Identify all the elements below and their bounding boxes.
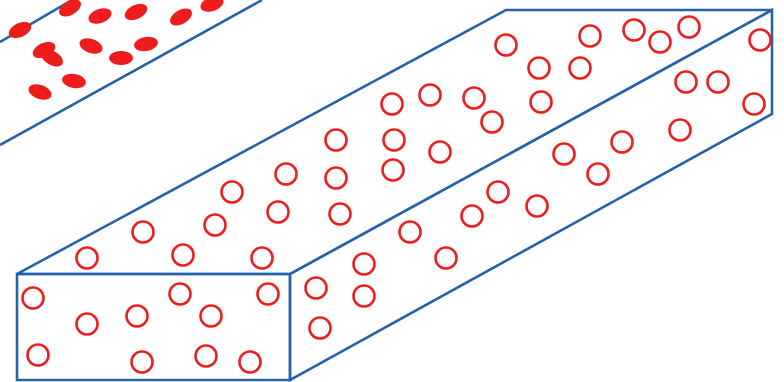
hollow-particle	[384, 130, 405, 151]
hollow-particle	[464, 88, 485, 109]
hollow-particle	[670, 120, 691, 141]
hollow-particle	[676, 72, 697, 93]
hollow-particle	[252, 248, 273, 269]
hollow-particle	[77, 314, 98, 335]
hollow-particle	[28, 345, 49, 366]
hollow-particle	[383, 160, 404, 181]
hollow-particle	[382, 94, 403, 115]
hollow-particle	[679, 17, 700, 38]
filled-particles	[6, 0, 226, 103]
box-3d	[17, 10, 772, 380]
hollow-particle	[529, 58, 550, 79]
hollow-particle	[77, 248, 98, 269]
hollow-particle	[127, 306, 148, 327]
hollow-particle	[330, 204, 351, 225]
hollow-particle	[240, 352, 261, 373]
hollow-particle	[708, 72, 729, 93]
hollow-particle	[588, 164, 609, 185]
hollow-particle	[205, 215, 226, 236]
hollow-particle	[268, 202, 289, 223]
filled-particle	[86, 5, 113, 26]
hollow-particle	[527, 196, 548, 217]
filled-particle	[61, 72, 87, 90]
hollow-particle	[420, 85, 441, 106]
hollow-particle	[196, 346, 217, 367]
hollow-particle	[326, 168, 347, 189]
filled-particle	[6, 19, 34, 42]
hollow-particle	[436, 248, 457, 269]
hollow-particle	[482, 112, 503, 133]
hollow-particle	[612, 132, 633, 153]
hollow-particle	[554, 144, 575, 165]
hollow-particle	[354, 254, 375, 275]
hollow-particle	[258, 284, 279, 305]
hollow-particle	[133, 222, 154, 243]
hollow-particle	[750, 30, 771, 51]
box-top-face	[17, 10, 772, 274]
hollow-particle	[276, 164, 297, 185]
hollow-particle	[744, 94, 765, 115]
filled-particle	[77, 35, 104, 56]
hollow-particle	[173, 245, 194, 266]
hollow-particle	[310, 318, 331, 339]
hollow-particle	[488, 182, 509, 203]
hollow-particle	[531, 92, 552, 113]
box-side-face	[290, 10, 772, 380]
hollow-particle	[400, 222, 421, 243]
hollow-particle	[23, 288, 44, 309]
hollow-particle	[462, 206, 483, 227]
filled-particle	[167, 5, 195, 29]
hollow-particle	[170, 284, 191, 305]
hollow-particle	[580, 26, 601, 47]
hollow-particle	[201, 306, 222, 327]
filled-particle	[198, 0, 225, 15]
hollow-particle	[306, 278, 327, 299]
hollow-particle	[354, 286, 375, 307]
hollow-particle	[570, 58, 591, 79]
hollow-particle	[132, 352, 153, 373]
filled-particle	[109, 51, 133, 65]
filled-particle	[56, 0, 84, 20]
hollow-particle	[650, 32, 671, 53]
upper-channel-edge-2	[0, 0, 262, 145]
hollow-particle	[496, 35, 517, 56]
upper-channel	[0, 0, 262, 145]
filled-particle	[122, 1, 150, 24]
hollow-particle	[326, 130, 347, 151]
filled-particle	[26, 81, 53, 102]
hollow-particle	[430, 142, 451, 163]
hollow-particle	[222, 182, 243, 203]
hollow-particle	[624, 20, 645, 41]
filled-particle	[133, 35, 159, 53]
